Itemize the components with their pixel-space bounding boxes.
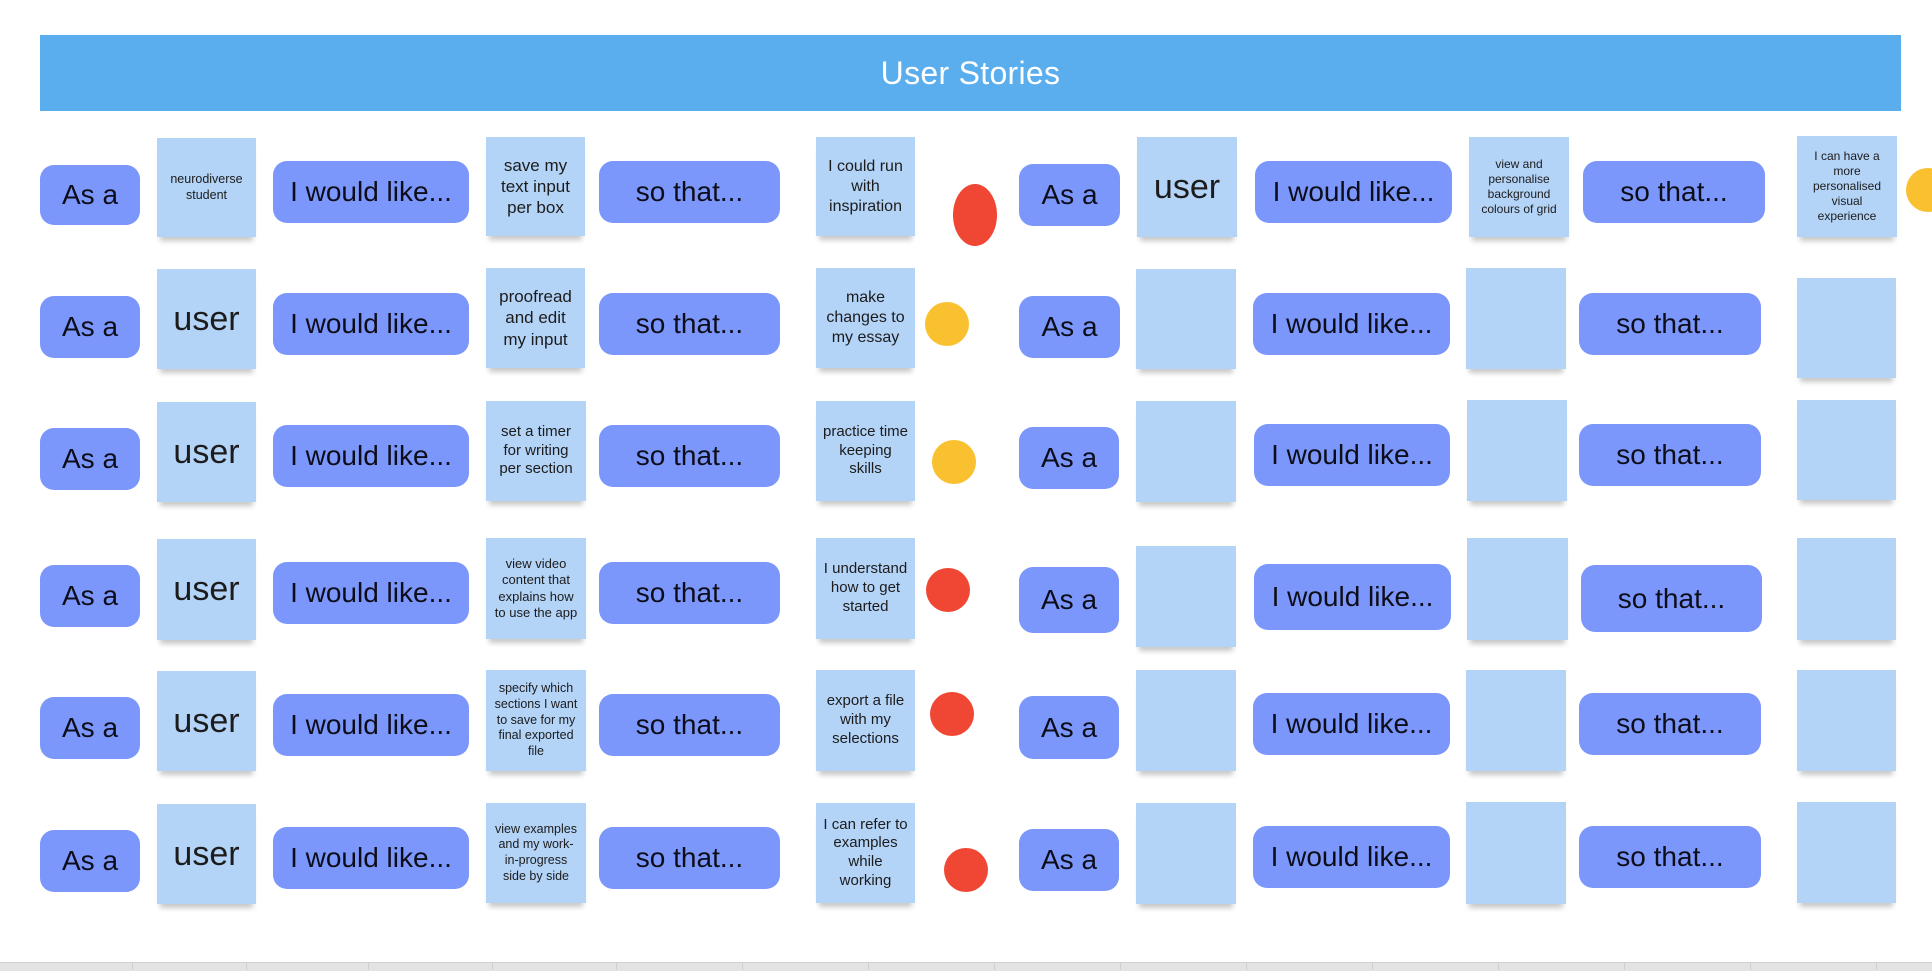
so-that-label[interactable]: so that... (599, 694, 780, 756)
sticky-note-role[interactable]: user (157, 804, 256, 904)
as-a-label[interactable]: As a (1019, 427, 1119, 489)
sticky-note-reason[interactable]: I can refer to examples while working (816, 803, 915, 903)
sticky-note-want[interactable] (1467, 400, 1567, 501)
i-would-like-label[interactable]: I would like... (273, 425, 469, 487)
sticky-note-role[interactable] (1136, 269, 1236, 369)
board-title: User Stories (880, 54, 1061, 91)
i-would-like-label[interactable]: I would like... (273, 694, 469, 756)
priority-dot-yellow[interactable] (932, 440, 976, 484)
sticky-note-reason[interactable]: export a file with my selections (816, 670, 915, 771)
sticky-note-reason[interactable]: make changes to my essay (816, 268, 915, 368)
sticky-note-role[interactable]: user (157, 269, 256, 369)
i-would-like-label[interactable]: I would like... (1254, 424, 1450, 486)
as-a-label[interactable]: As a (1019, 829, 1119, 891)
as-a-label[interactable]: As a (1019, 696, 1119, 759)
sticky-note-role[interactable]: user (157, 539, 256, 640)
i-would-like-label[interactable]: I would like... (1255, 161, 1452, 223)
priority-dot-yellow[interactable] (1906, 168, 1932, 212)
sticky-note-role[interactable]: user (1137, 137, 1237, 237)
as-a-label[interactable]: As a (40, 565, 140, 627)
i-would-like-label[interactable]: I would like... (1253, 693, 1450, 755)
sticky-note-role[interactable] (1136, 401, 1236, 502)
sticky-note-want[interactable]: view and personalise background colours … (1469, 137, 1569, 237)
so-that-label[interactable]: so that... (599, 425, 780, 487)
sticky-note-role[interactable]: neurodiverse student (157, 138, 256, 237)
priority-dot-red[interactable] (930, 692, 974, 736)
as-a-label[interactable]: As a (1019, 296, 1120, 358)
sticky-note-role[interactable]: user (157, 671, 256, 771)
priority-dot-red[interactable] (953, 184, 997, 246)
sticky-note-role[interactable] (1136, 546, 1236, 647)
i-would-like-label[interactable]: I would like... (273, 827, 469, 889)
horizontal-scrollbar[interactable] (0, 962, 1932, 971)
sticky-note-reason[interactable] (1797, 400, 1896, 500)
sticky-note-reason[interactable]: I understand how to get started (816, 538, 915, 639)
sticky-note-want[interactable]: specify which sections I want to save fo… (486, 670, 586, 771)
sticky-note-reason[interactable]: I could run with inspiration (816, 137, 915, 236)
so-that-label[interactable]: so that... (1579, 826, 1761, 888)
i-would-like-label[interactable]: I would like... (273, 562, 469, 624)
i-would-like-label[interactable]: I would like... (273, 161, 469, 223)
board-header[interactable]: User Stories (40, 35, 1901, 111)
as-a-label[interactable]: As a (40, 296, 140, 358)
sticky-note-role[interactable] (1136, 670, 1236, 771)
so-that-label[interactable]: so that... (599, 827, 780, 889)
as-a-label[interactable]: As a (40, 697, 140, 759)
as-a-label[interactable]: As a (40, 830, 140, 892)
sticky-note-want[interactable] (1467, 538, 1568, 640)
so-that-label[interactable]: so that... (599, 161, 780, 223)
so-that-label[interactable]: so that... (1581, 565, 1762, 632)
as-a-label[interactable]: As a (1019, 567, 1119, 633)
as-a-label[interactable]: As a (40, 165, 140, 225)
sticky-note-want[interactable]: view examples and my work-in-progress si… (486, 803, 586, 903)
sticky-note-reason[interactable] (1797, 802, 1896, 903)
sticky-note-want[interactable]: proofread and edit my input (486, 268, 585, 368)
sticky-note-reason[interactable] (1797, 670, 1896, 771)
priority-dot-red[interactable] (944, 848, 988, 892)
sticky-note-want[interactable] (1466, 268, 1566, 369)
sticky-note-role[interactable]: user (157, 402, 256, 502)
i-would-like-label[interactable]: I would like... (1253, 826, 1450, 888)
sticky-note-reason[interactable]: practice time keeping skills (816, 401, 915, 501)
sticky-note-want[interactable] (1466, 670, 1566, 771)
i-would-like-label[interactable]: I would like... (1253, 293, 1450, 355)
priority-dot-yellow[interactable] (925, 302, 969, 346)
so-that-label[interactable]: so that... (1579, 293, 1761, 355)
sticky-note-reason[interactable] (1797, 278, 1896, 378)
as-a-label[interactable]: As a (40, 428, 140, 490)
priority-dot-red[interactable] (926, 568, 970, 612)
sticky-note-reason[interactable]: I can have a more personalised visual ex… (1797, 136, 1897, 237)
sticky-note-want[interactable]: set a timer for writing per section (486, 401, 586, 501)
as-a-label[interactable]: As a (1019, 164, 1120, 226)
sticky-note-want[interactable]: view video content that explains how to … (486, 538, 586, 639)
so-that-label[interactable]: so that... (1579, 693, 1761, 755)
so-that-label[interactable]: so that... (1583, 161, 1765, 223)
so-that-label[interactable]: so that... (1579, 424, 1761, 486)
sticky-note-role[interactable] (1136, 803, 1236, 904)
i-would-like-label[interactable]: I would like... (273, 293, 469, 355)
i-would-like-label[interactable]: I would like... (1254, 564, 1451, 630)
sticky-note-want[interactable] (1466, 802, 1566, 904)
so-that-label[interactable]: so that... (599, 562, 780, 624)
sticky-note-want[interactable]: save my text input per box (486, 137, 585, 236)
scrollbar-track-ticks (0, 962, 1932, 970)
sticky-note-reason[interactable] (1797, 538, 1896, 640)
so-that-label[interactable]: so that... (599, 293, 780, 355)
